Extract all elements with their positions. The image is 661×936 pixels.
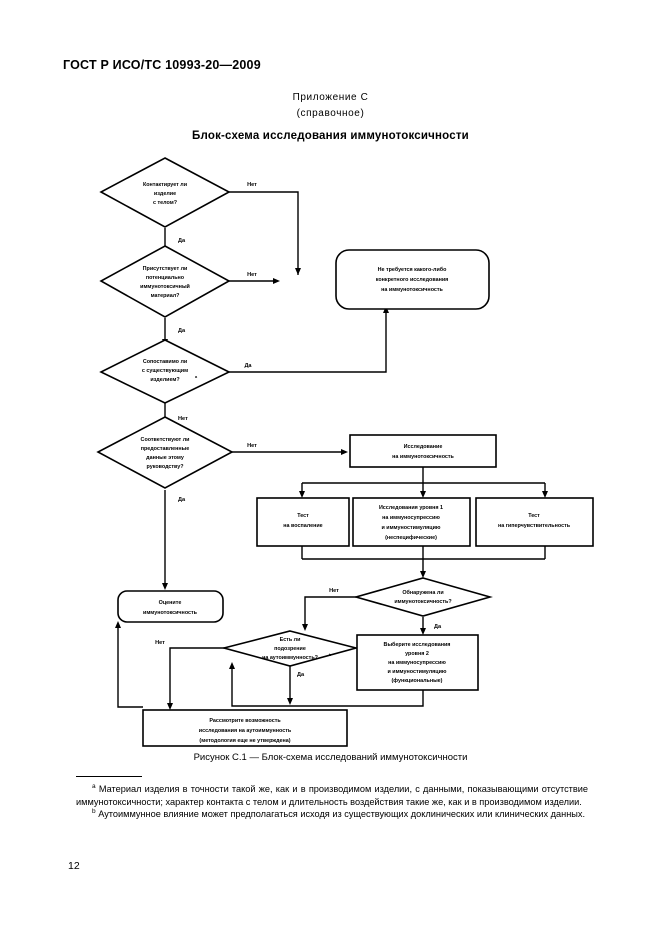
node-line: Сопоставимо ли <box>143 359 187 365</box>
node-line: на гиперчувствительность <box>498 523 571 529</box>
node-line: конкретного исследования <box>376 277 449 283</box>
annex-label: Приложение С <box>292 92 369 103</box>
node-line: на аутоиммунность? <box>262 655 318 661</box>
footnote-b-marker: b <box>92 808 96 816</box>
page-title: ГОСТ Р ИСО/ТС 10993-20—2009 <box>63 58 261 72</box>
node-line: уровня 2 <box>405 651 429 657</box>
flowchart-edge-labels: Нет Да Нет Да Да Нет Нет Да Нет Да Нет Д… <box>155 182 442 678</box>
footnote-divider <box>76 776 142 777</box>
node-line: Есть ли <box>280 637 301 643</box>
node-line: на иммунотоксичность <box>381 287 443 293</box>
footnote-b: b Аутоиммунное влияние может предполагат… <box>76 808 588 821</box>
footnote-a-marker: a <box>92 783 96 790</box>
immunotoxicity-flowchart: Нет Да Нет Да Да Нет Нет Да Нет Да Нет Д… <box>96 157 594 747</box>
page-number: 12 <box>68 860 80 872</box>
footnote-a: a Материал изделия в точности такой же, … <box>76 783 588 808</box>
edge-label-d3-yes: Да <box>244 363 252 369</box>
node-line: руководству? <box>146 464 183 470</box>
node-line: Обнаружена ли <box>402 589 443 596</box>
node-hypersensitivity-test-process[interactable]: Тест на гиперчувствительность <box>475 497 594 547</box>
node-contact-with-body-decision[interactable]: Контактирует ли изделие с телом? <box>99 157 231 228</box>
annex-title: Блок-схема исследования иммунотоксичност… <box>192 130 469 142</box>
node-inflammation-test-process[interactable]: Тест на воспаление <box>256 497 350 547</box>
edge-label-d2-no: Нет <box>247 272 257 278</box>
node-line: данные этому <box>146 455 184 461</box>
node-line: на иммуносупрессию <box>382 515 440 521</box>
edge-label-d2-yes: Да <box>178 328 186 334</box>
node-line: (неспецифические) <box>385 534 437 541</box>
node-line: подозрение <box>274 646 306 652</box>
node-line: Соответствуют ли <box>141 437 190 443</box>
footnotes-block: a Материал изделия в точности такой же, … <box>76 783 588 821</box>
node-line: исследования на аутоиммунность <box>199 728 292 734</box>
node-immunotoxicity-investigation-process[interactable]: Исследование на иммунотоксичность <box>349 434 497 468</box>
node-line: иммунотоксичный <box>140 283 190 290</box>
edge-label-d5-yes: Да <box>434 624 442 630</box>
node-line: Тест <box>528 513 540 519</box>
node-line: (методология еще не утверждена) <box>199 738 290 744</box>
node-line: предоставленные <box>141 446 190 452</box>
node-line: Исследование <box>404 444 443 450</box>
node-line: Рассмотрите возможность <box>209 718 281 724</box>
node-line: иммунотоксичность? <box>394 599 451 605</box>
node-line: Тест <box>297 513 309 519</box>
node-line: Контактирует ли <box>143 182 187 188</box>
edge-label-d1-no: Нет <box>247 182 257 188</box>
node-line: Не требуется какого-либо <box>378 266 448 273</box>
edge-label-d3-no: Нет <box>178 416 188 422</box>
footnote-b-text: Аутоиммунное влияние может предполагатьс… <box>98 809 586 820</box>
node-line: (функциональные) <box>392 677 443 684</box>
node-level-2-studies-process[interactable]: Выберите исследования уровня 2 на иммуно… <box>356 634 479 691</box>
node-autoimmunity-suspected-decision[interactable]: Есть ли подозрение на аутоиммунность? b <box>220 630 360 667</box>
figure-caption: Рисунок С.1 — Блок-схема исследований им… <box>193 752 468 763</box>
edge-label-d6-yes: Да <box>297 672 305 678</box>
node-line: и иммуностимуляцию <box>387 669 446 675</box>
node-immunotoxic-material-decision[interactable]: Присутствует ли потенциально иммунотокси… <box>99 245 231 318</box>
edge-label-d1-yes: Да <box>178 238 186 244</box>
edge-label-d5-no: Нет <box>329 588 339 594</box>
edge-label-d6-no: Нет <box>155 640 165 646</box>
footnote-marker-a: a <box>195 375 198 379</box>
node-line: на иммуносупрессию <box>388 660 446 666</box>
node-no-specific-testing-required-terminator[interactable]: Не требуется какого-либо конкретного исс… <box>335 249 490 310</box>
node-data-meets-guidance-decision[interactable]: Соответствуют ли предоставленные данные … <box>96 416 234 489</box>
node-line: иммунотоксичность <box>143 610 198 616</box>
node-line: на воспаление <box>283 523 322 529</box>
node-line: материал? <box>151 293 180 299</box>
node-line: с телом? <box>153 200 177 206</box>
node-assess-immunotoxicity-terminator[interactable]: Оцените иммунотоксичность <box>117 590 224 623</box>
node-comparable-device-decision[interactable]: Сопоставимо ли с существующим изделием? … <box>99 339 231 404</box>
node-line: Исследования уровня 1 <box>379 505 443 511</box>
node-line: потенциально <box>146 275 185 281</box>
node-consider-autoimmunity-testing-process[interactable]: Рассмотрите возможность исследования на … <box>142 709 348 747</box>
edge-label-d4-yes: Да <box>178 497 186 503</box>
node-line: изделие <box>154 191 176 197</box>
node-line: Выберите исследования <box>384 641 451 648</box>
node-level-1-studies-process[interactable]: Исследования уровня 1 на иммуносупрессию… <box>352 497 471 547</box>
node-immunotoxicity-detected-decision[interactable]: Обнаружена ли иммунотоксичность? <box>353 577 493 617</box>
edge-label-d4-no: Нет <box>247 443 257 449</box>
node-line: Оцените <box>159 600 182 606</box>
node-line: Присутствует ли <box>143 266 188 272</box>
annex-type: (справочное) <box>296 108 365 119</box>
node-line: изделием? <box>150 377 179 383</box>
footnote-marker-b: b <box>329 653 332 657</box>
node-line: и иммуностимуляцию <box>381 525 440 531</box>
footnote-a-text: Материал изделия в точности такой же, ка… <box>76 784 588 807</box>
node-line: на иммунотоксичность <box>392 454 454 460</box>
node-line: с существующим <box>142 368 188 374</box>
